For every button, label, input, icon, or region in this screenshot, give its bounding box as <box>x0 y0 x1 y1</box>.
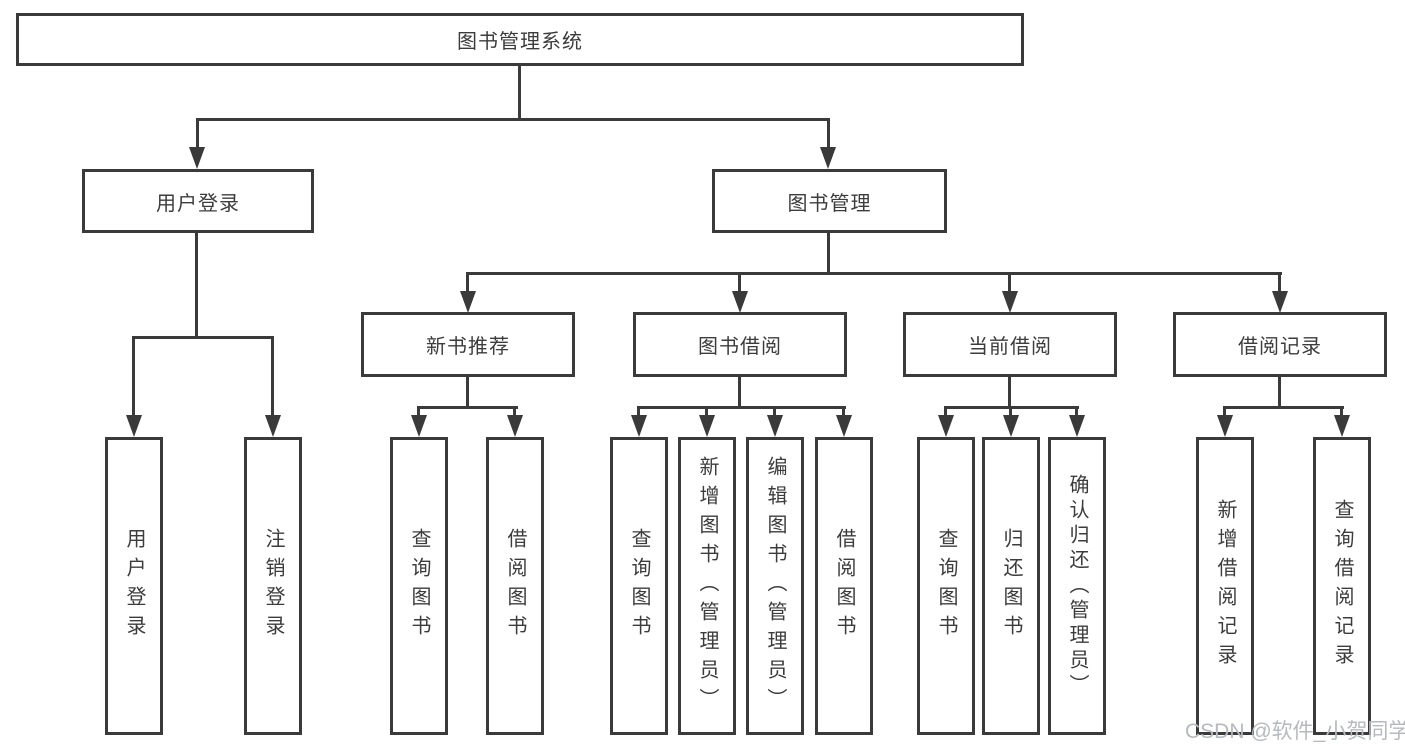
leaf-query-books-borrow-label: 查询图书 <box>628 528 650 644</box>
arrow-down-icon <box>767 415 783 437</box>
arrow-down-icon <box>189 147 205 169</box>
node-book-borrow: 图书借阅 <box>633 312 847 377</box>
arrow-down-icon <box>732 291 748 313</box>
node-current-borrow: 当前借阅 <box>903 312 1117 377</box>
leaf-query-books-recommend-label: 查询图书 <box>408 528 430 644</box>
connector-drop-current <box>1008 272 1011 294</box>
node-borrow-records: 借阅记录 <box>1173 312 1387 377</box>
arrow-down-icon <box>1217 415 1233 437</box>
connector-drop-leaf <box>637 406 640 418</box>
arrow-down-icon <box>938 415 954 437</box>
connector-drop-leaf <box>842 406 845 418</box>
node-book-management: 图书管理 <box>712 169 947 233</box>
leaf-user-login-label: 用户登录 <box>123 528 145 644</box>
leaf-confirm-return-admin: 确认归还（管理员） <box>1048 437 1106 735</box>
node-current-borrow-label: 当前借阅 <box>968 336 1052 358</box>
leaf-borrow-books-recommend-label: 借阅图书 <box>504 528 526 644</box>
connector-drop-leaf <box>1340 406 1343 418</box>
leaf-add-borrow-record: 新增借阅记录 <box>1196 437 1254 735</box>
connector-drop-leaf <box>271 336 274 416</box>
connector-drop-leaf <box>705 406 708 418</box>
leaf-query-borrow-record-label: 查询借阅记录 <box>1331 499 1353 673</box>
node-new-book-recommend-label: 新书推荐 <box>426 336 510 358</box>
leaf-query-books-borrow: 查询图书 <box>610 437 668 735</box>
leaf-logout: 注销登录 <box>244 437 302 735</box>
arrow-down-icon <box>631 415 647 437</box>
connector-drop-leaf <box>944 406 947 418</box>
node-library-system: 图书管理系统 <box>16 13 1024 66</box>
leaf-query-books-recommend: 查询图书 <box>390 437 448 735</box>
arrow-down-icon <box>460 291 476 313</box>
connector-user-login-stem <box>195 233 198 336</box>
connector-drop-recommend <box>466 272 469 294</box>
leaf-add-book-admin-label: 新增图书（管理员） <box>696 455 718 717</box>
leaf-query-books-current: 查询图书 <box>917 437 975 735</box>
arrow-down-icon <box>265 415 281 437</box>
leaf-add-borrow-record-label: 新增借阅记录 <box>1214 499 1236 673</box>
connector-recommend-stem <box>466 377 469 406</box>
connector-borrow-hbar <box>637 406 846 409</box>
leaf-add-book-admin: 新增图书（管理员） <box>678 437 736 735</box>
arrow-down-icon <box>411 415 427 437</box>
connector-drop-leaf <box>1009 406 1012 418</box>
connector-drop-book-mgmt <box>827 118 830 150</box>
connector-book-mgmt-stem <box>827 233 830 272</box>
leaf-return-books-label: 归还图书 <box>1000 528 1022 644</box>
connector-drop-leaf <box>1075 406 1078 418</box>
leaf-query-borrow-record: 查询借阅记录 <box>1313 437 1371 735</box>
arrow-down-icon <box>1069 415 1085 437</box>
connector-current-stem <box>1008 377 1011 406</box>
connector-drop-leaf <box>1223 406 1226 418</box>
connector-drop-leaf <box>132 336 135 416</box>
arrow-down-icon <box>126 415 142 437</box>
leaf-edit-book-admin-label: 编辑图书（管理员） <box>764 455 786 717</box>
leaf-query-books-current-label: 查询图书 <box>935 528 957 644</box>
node-user-login: 用户登录 <box>82 169 314 233</box>
arrow-down-icon <box>836 415 852 437</box>
leaf-return-books: 归还图书 <box>982 437 1040 735</box>
leaf-logout-label: 注销登录 <box>262 528 284 644</box>
leaf-borrow-books-recommend: 借阅图书 <box>486 437 544 735</box>
arrow-down-icon <box>1002 291 1018 313</box>
connector-drop-user-login <box>196 118 199 150</box>
connector-borrow-stem <box>738 377 741 406</box>
node-book-borrow-label: 图书借阅 <box>698 336 782 358</box>
arrow-down-icon <box>699 415 715 437</box>
arrow-down-icon <box>1334 415 1350 437</box>
node-book-management-label: 图书管理 <box>787 192 872 215</box>
connector-book-mgmt-hbar <box>466 272 1282 275</box>
connector-recommend-hbar <box>417 406 518 409</box>
connector-user-login-hbar <box>133 336 274 339</box>
connector-drop-leaf <box>513 406 516 418</box>
node-borrow-records-label: 借阅记录 <box>1238 336 1322 358</box>
leaf-borrow-books-borrow: 借阅图书 <box>815 437 873 735</box>
node-user-login-label: 用户登录 <box>156 192 240 215</box>
connector-root-hbar <box>196 118 830 121</box>
connector-drop-leaf <box>773 406 776 418</box>
connector-drop-borrow <box>738 272 741 294</box>
connector-records-hbar <box>1223 406 1344 409</box>
connector-drop-leaf <box>417 406 420 418</box>
arrow-down-icon <box>1272 291 1288 313</box>
arrow-down-icon <box>820 147 836 169</box>
node-library-system-label: 图书管理系统 <box>457 31 583 53</box>
arrow-down-icon <box>507 415 523 437</box>
leaf-confirm-return-admin-label: 确认归还（管理员） <box>1066 473 1088 699</box>
csdn-watermark: CSDN @软件_小贺同学 <box>1185 720 1405 743</box>
node-new-book-recommend: 新书推荐 <box>361 312 575 377</box>
arrow-down-icon <box>1003 415 1019 437</box>
connector-drop-records <box>1278 272 1281 294</box>
leaf-edit-book-admin: 编辑图书（管理员） <box>746 437 804 735</box>
connector-records-stem <box>1278 377 1281 406</box>
connector-root-stem <box>518 66 521 118</box>
leaf-borrow-books-borrow-label: 借阅图书 <box>833 528 855 644</box>
leaf-user-login: 用户登录 <box>105 437 163 735</box>
